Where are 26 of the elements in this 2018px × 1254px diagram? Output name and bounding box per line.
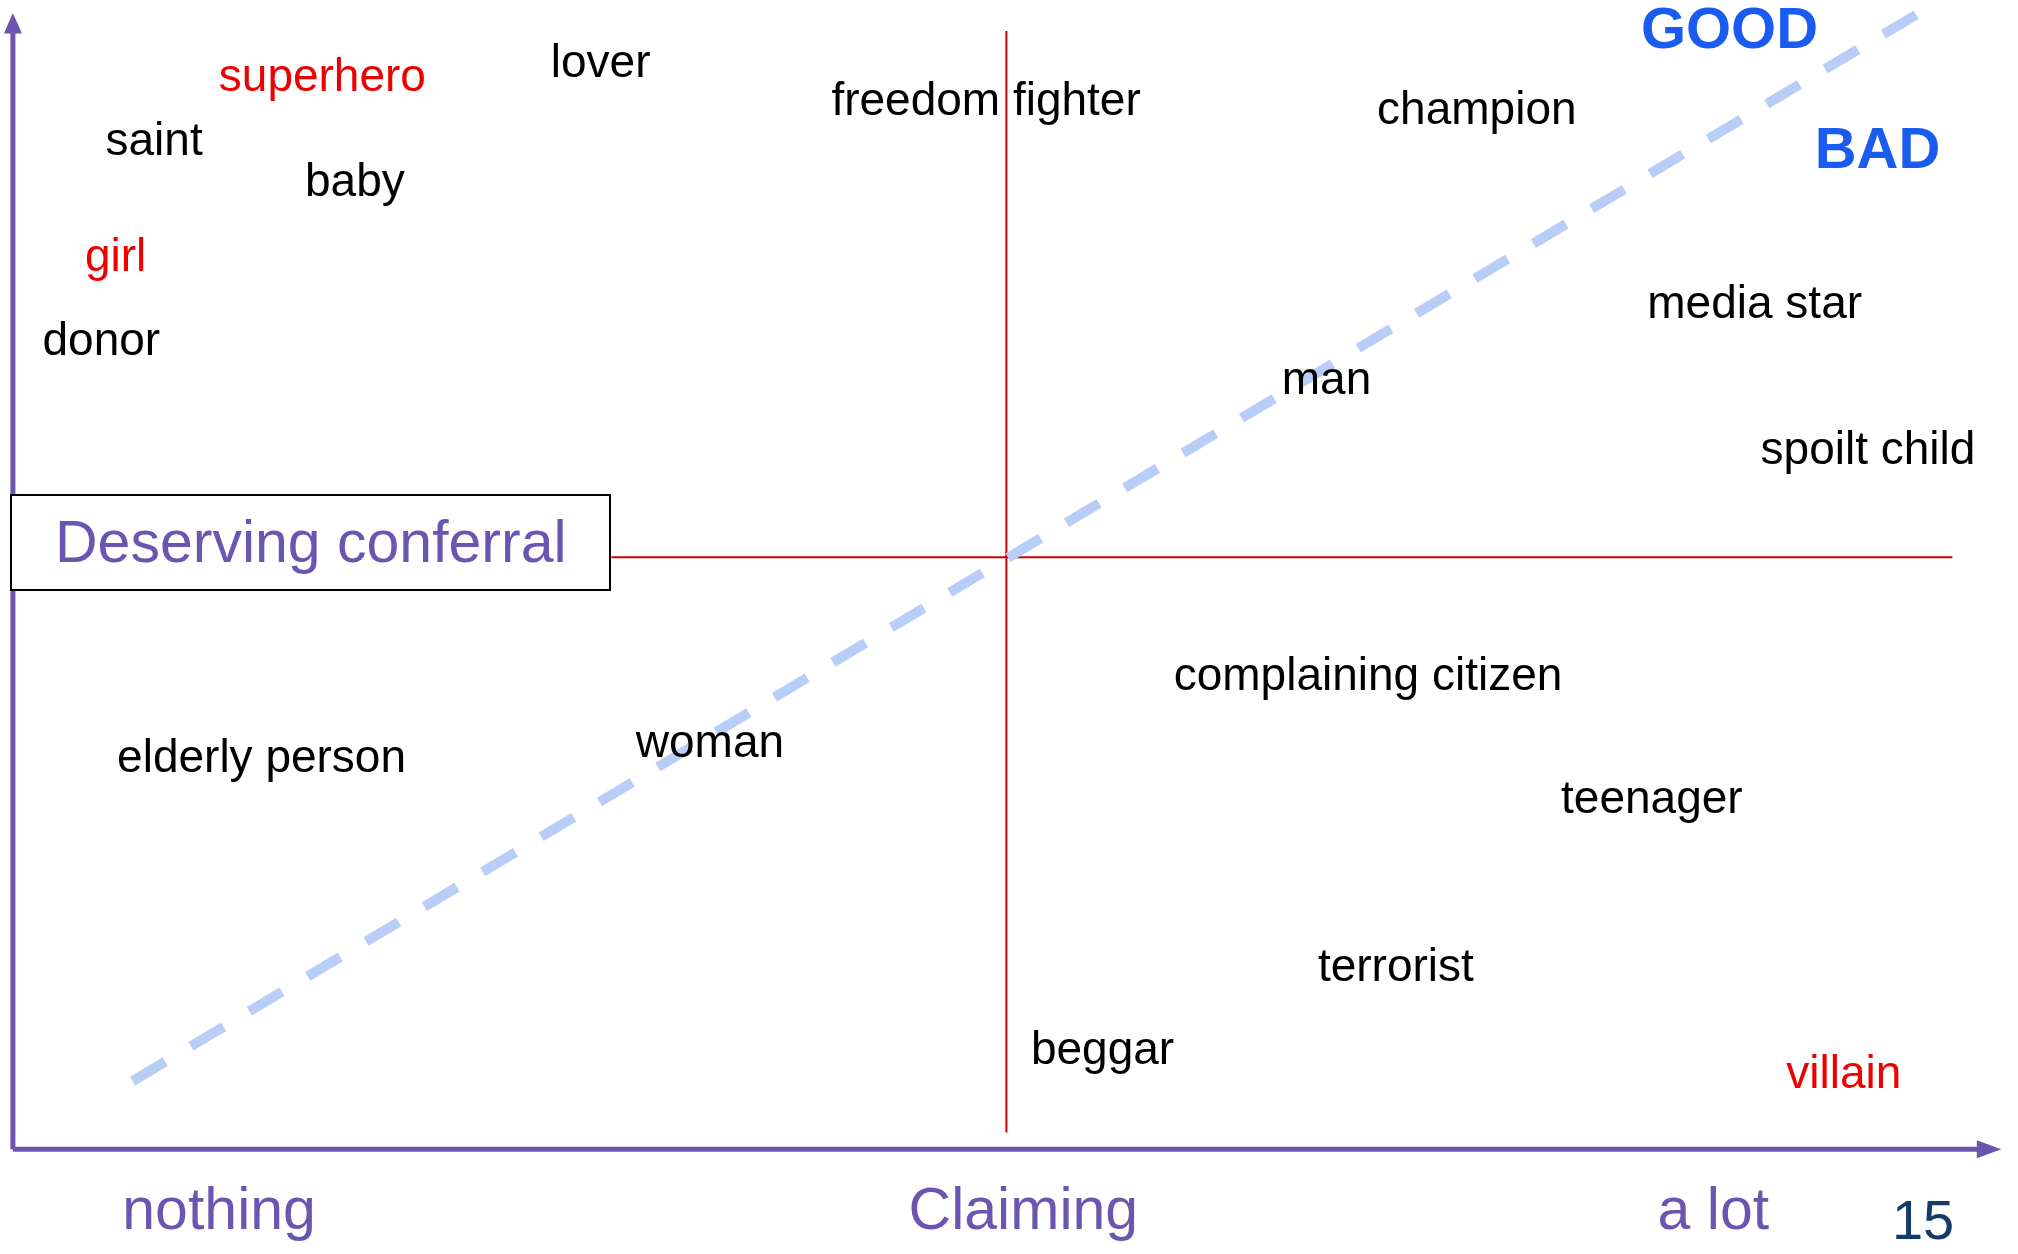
- role-label: saint: [105, 112, 203, 166]
- role-label: woman: [635, 714, 785, 768]
- role-label: lover: [550, 34, 651, 87]
- role-label: beggar: [1030, 1021, 1175, 1075]
- role-label: elderly person: [117, 729, 407, 782]
- region-label: GOOD: [1640, 0, 1819, 62]
- role-label: terrorist: [1317, 938, 1474, 992]
- role-label: superhero: [218, 48, 426, 102]
- role-label: spoilt child: [1760, 421, 1976, 475]
- page-number: 15: [1891, 1187, 1955, 1253]
- role-label: baby: [305, 153, 405, 207]
- region-label: BAD: [1814, 114, 1941, 182]
- box-label: Deserving conferral: [55, 508, 567, 577]
- category-box: [10, 494, 612, 591]
- role-label: complaining citizen: [1173, 647, 1563, 701]
- role-label: freedom fighter: [831, 72, 1141, 126]
- role-label: media star: [1647, 275, 1863, 329]
- axis-label: Claiming: [908, 1175, 1139, 1244]
- role-label: girl: [84, 228, 147, 282]
- role-label: teenager: [1561, 770, 1743, 824]
- role-label: man: [1281, 351, 1372, 405]
- role-label: villain: [1786, 1045, 1902, 1099]
- axis-label: a lot: [1657, 1175, 1770, 1244]
- role-label: donor: [42, 312, 161, 365]
- role-label: champion: [1377, 81, 1577, 135]
- axis-label: nothing: [122, 1175, 316, 1244]
